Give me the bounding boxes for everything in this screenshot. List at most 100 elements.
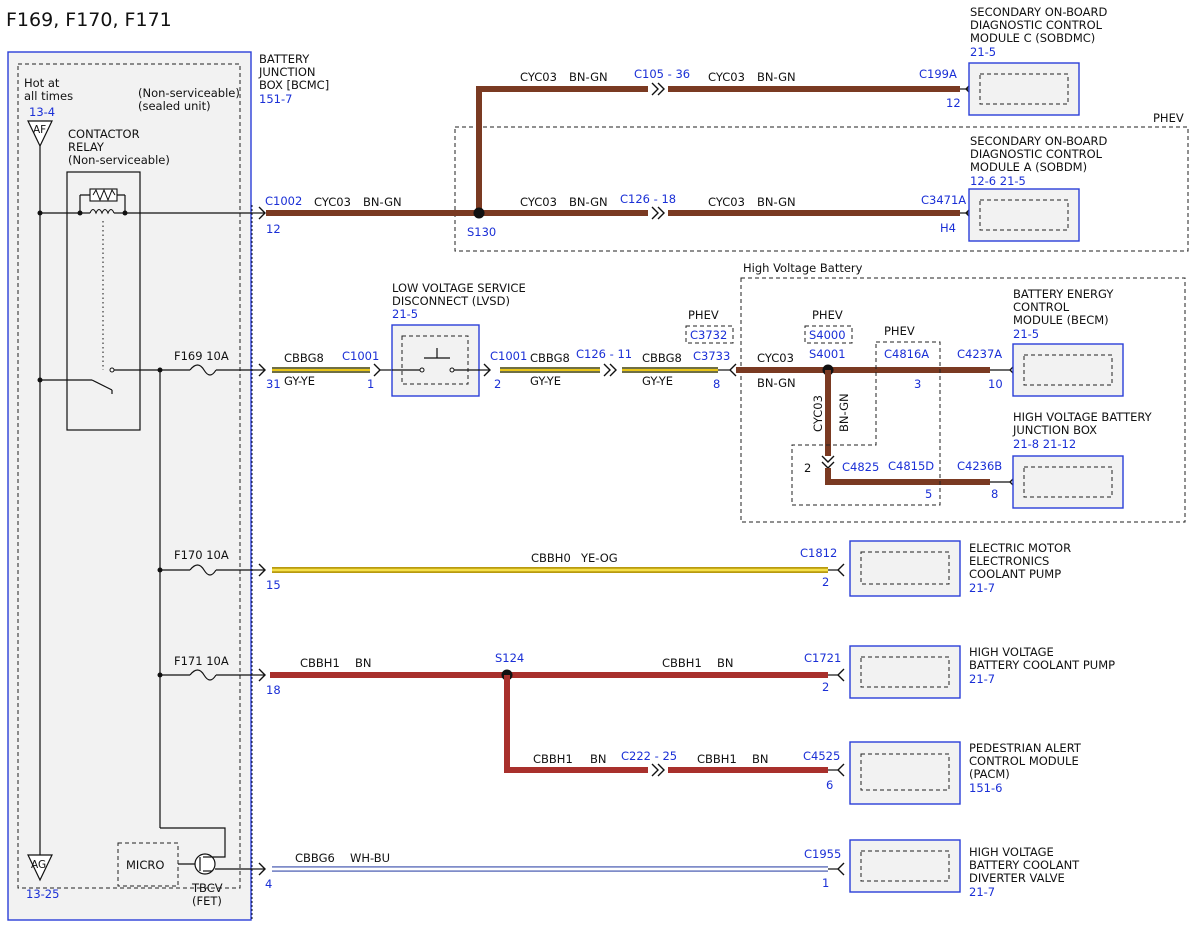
lvsd-ref: 21-5 [392, 307, 418, 321]
becm-name-line2: CONTROL [1013, 300, 1070, 314]
c4825-label: C4825 [842, 460, 879, 474]
wire-label-bn: BN [717, 656, 734, 670]
connector-arrow-icon [821, 455, 835, 463]
connector-arrow-icon [837, 862, 845, 876]
wire-label-bn: BN [752, 752, 769, 766]
connector-arrow-icon [651, 763, 659, 777]
sobdm-name-line2: DIAGNOSTIC CONTROL [970, 147, 1103, 161]
connector-arrow-icon [258, 363, 266, 377]
connector-arrow-icon [837, 668, 845, 682]
wire-label-cyc03: CYC03 [708, 70, 745, 84]
sobdmc-inner [979, 73, 1069, 105]
c3471a-label: C3471A [921, 193, 966, 207]
c1001a-label: C1001 [342, 349, 379, 363]
c1001b-label: C1001 [490, 349, 527, 363]
non-serviceable-line2: (sealed unit) [138, 99, 211, 113]
c1001a-pin: 1 [367, 377, 374, 391]
connector-arrow-icon [657, 82, 665, 96]
becm-name-line3: MODULE (BECM) [1013, 313, 1109, 327]
wire-row-cyc03: C1002 12 CYC03 BN-GN S130 CYC03 BN-GN C1… [252, 67, 973, 239]
af-label: AF [33, 124, 46, 136]
sobdmc-name-line1: SECONDARY ON-BOARD [970, 5, 1107, 19]
tbcv-label-line1: TBCV [191, 881, 223, 895]
module-pacm: PEDESTRIAN ALERT CONTROL MODULE (PACM) 1… [849, 741, 1082, 805]
phev-area-label: PHEV [1153, 111, 1184, 125]
c1002-label: C1002 [265, 194, 302, 208]
connector-arrow-icon [258, 206, 266, 220]
connector-arrow-icon [657, 763, 665, 777]
connector-arrow-icon [837, 763, 845, 777]
pacm-name-line3: (PACM) [969, 767, 1010, 781]
wire-s124-to-c222 [504, 675, 648, 773]
becm-ref: 21-5 [1013, 327, 1039, 341]
lvsd-inner [401, 335, 469, 385]
bjb-pin-15: 15 [266, 578, 281, 592]
wire-label-bn-gn: BN-GN [757, 70, 796, 84]
emecp-name-line3: COOLANT PUMP [969, 567, 1061, 581]
hvbcp-name-line1: HIGH VOLTAGE [969, 645, 1054, 659]
wire-label-cyc03-vertical: CYC03 [811, 395, 825, 432]
module-electric-motor-coolant-pump: ELECTRIC MOTOR ELECTRONICS COOLANT PUMP … [849, 540, 1071, 597]
c1721-pin: 2 [822, 680, 829, 694]
c1002-pin: 12 [266, 222, 281, 236]
tbcv-label-line2: (FET) [192, 894, 222, 908]
module-becm: BATTERY ENERGY CONTROL MODULE (BECM) 21-… [1012, 287, 1124, 397]
bjb-name-line3: BOX [BCMC] [259, 78, 329, 92]
battery-junction-box: BATTERY JUNCTION BOX [BCMC] 151-7 Hot at… [7, 51, 329, 921]
connector-arrow-icon [837, 563, 845, 577]
c1812-pin: 2 [822, 575, 829, 589]
emecp-ref: 21-7 [969, 581, 995, 595]
fuse-f171-icon [189, 669, 217, 681]
c199a-pin: 12 [946, 96, 961, 110]
wire-label-bn-gn: BN-GN [757, 376, 796, 390]
wire-label-cbbh1: CBBH1 [697, 752, 737, 766]
bjb-name-line1: BATTERY [259, 52, 310, 66]
phev-dashed-area [454, 126, 1189, 252]
bjb-sealed-unit-outline [17, 63, 241, 889]
sobdm-inner [979, 199, 1069, 231]
wire-label-cyc03: CYC03 [757, 351, 794, 365]
micro-box [117, 842, 179, 887]
pacm-ref: 151-6 [969, 781, 1002, 795]
module-hv-battery-coolant-diverter-valve: HIGH VOLTAGE BATTERY COOLANT DIVERTER VA… [849, 839, 1080, 899]
c1955-label: C1955 [804, 847, 841, 861]
wire-label-cbbh1: CBBH1 [533, 752, 573, 766]
wire-label-cbbh1: CBBH1 [662, 656, 702, 670]
c4236b-label: C4236B [957, 459, 1002, 473]
connector-arrow-icon [373, 363, 381, 377]
c4815d-label: C4815D [888, 459, 934, 473]
hvbjb-name-line2: JUNCTION BOX [1012, 423, 1097, 437]
sobdmc-ref: 21-5 [970, 45, 996, 59]
emecp-name-line1: ELECTRIC MOTOR [969, 541, 1071, 555]
hot-at-ref: 13-4 [29, 105, 55, 119]
connector-arrow-icon [483, 363, 491, 377]
sobdmc-name-line2: DIAGNOSTIC CONTROL [970, 18, 1103, 32]
micro-label: MICRO [126, 858, 164, 872]
module-hv-battery-junction-box: HIGH VOLTAGE BATTERY JUNCTION BOX 21-8 2… [1012, 410, 1153, 509]
wire-c4825-to-c4236b [825, 468, 990, 485]
wire-label-bn-gn: BN-GN [757, 195, 796, 209]
relay-label-line1: CONTACTOR [68, 127, 140, 141]
connector-arrow-icon [651, 82, 659, 96]
c1001b-pin: 2 [494, 377, 501, 391]
bjb-ref: 151-7 [259, 92, 292, 106]
c4816a-pin: 3 [914, 377, 921, 391]
c1721-label: C1721 [804, 651, 841, 665]
emecp-inner [860, 551, 950, 585]
sobdmc-name-line3: MODULE C (SOBDMC) [970, 31, 1095, 45]
hv-battery-dashed-area [740, 277, 1186, 523]
s4000-phev-label: PHEV [812, 308, 843, 322]
s4001-label: S4001 [809, 347, 846, 361]
connector-arrow-icon [258, 862, 266, 876]
contactor-relay-box [66, 171, 141, 431]
c126-18-label: C126 - 18 [620, 192, 676, 206]
wire-label-bn: BN [590, 752, 607, 766]
lvsd-name-line2: DISCONNECT (LVSD) [392, 294, 510, 308]
pacm-name-line1: PEDESTRIAN ALERT [969, 741, 1082, 755]
c1955-pin: 1 [822, 876, 829, 890]
splice-s130-icon [473, 207, 485, 219]
wire-label-bn-gn-vertical: BN-GN [837, 393, 851, 432]
c4816a-phev-label: PHEV [884, 324, 915, 338]
hvbcp-inner [860, 656, 950, 688]
wire-label-cyc03: CYC03 [520, 195, 557, 209]
